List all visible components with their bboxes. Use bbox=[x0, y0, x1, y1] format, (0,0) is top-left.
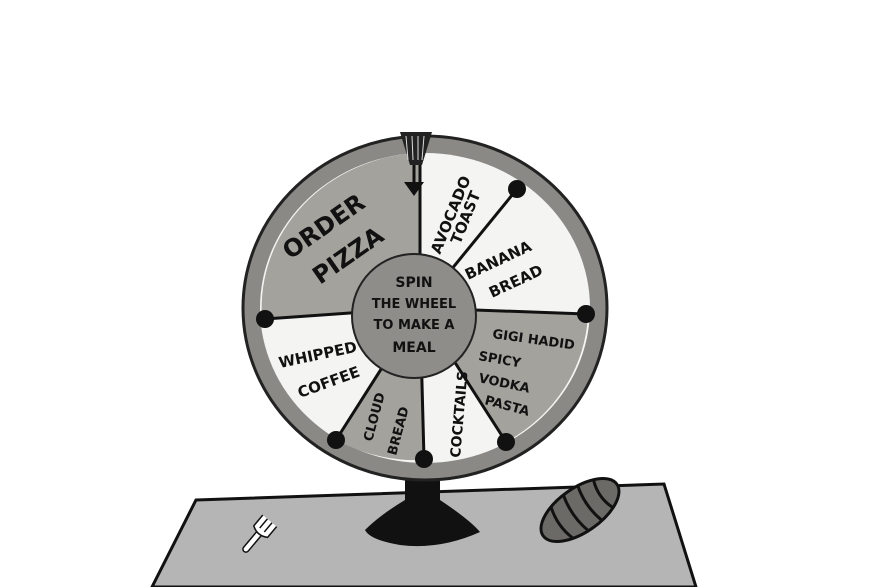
pointer-icon bbox=[400, 132, 432, 196]
svg-text:SPICY: SPICY bbox=[477, 349, 522, 371]
fork-icon bbox=[242, 514, 278, 553]
svg-text:SPIN: SPIN bbox=[395, 275, 432, 291]
svg-text:MEAL: MEAL bbox=[392, 340, 435, 356]
wheel-stand bbox=[365, 470, 480, 547]
center-text: SPIN THE WHEEL TO MAKE A MEAL bbox=[372, 275, 456, 356]
svg-text:TO MAKE A: TO MAKE A bbox=[374, 318, 455, 333]
wheel-pegs bbox=[256, 180, 595, 468]
svg-text:THE WHEEL: THE WHEEL bbox=[372, 297, 456, 312]
svg-text:COCKTAILS: COCKTAILS bbox=[448, 370, 472, 458]
croissant-icon bbox=[539, 477, 621, 543]
wheel-hub bbox=[351, 253, 477, 379]
